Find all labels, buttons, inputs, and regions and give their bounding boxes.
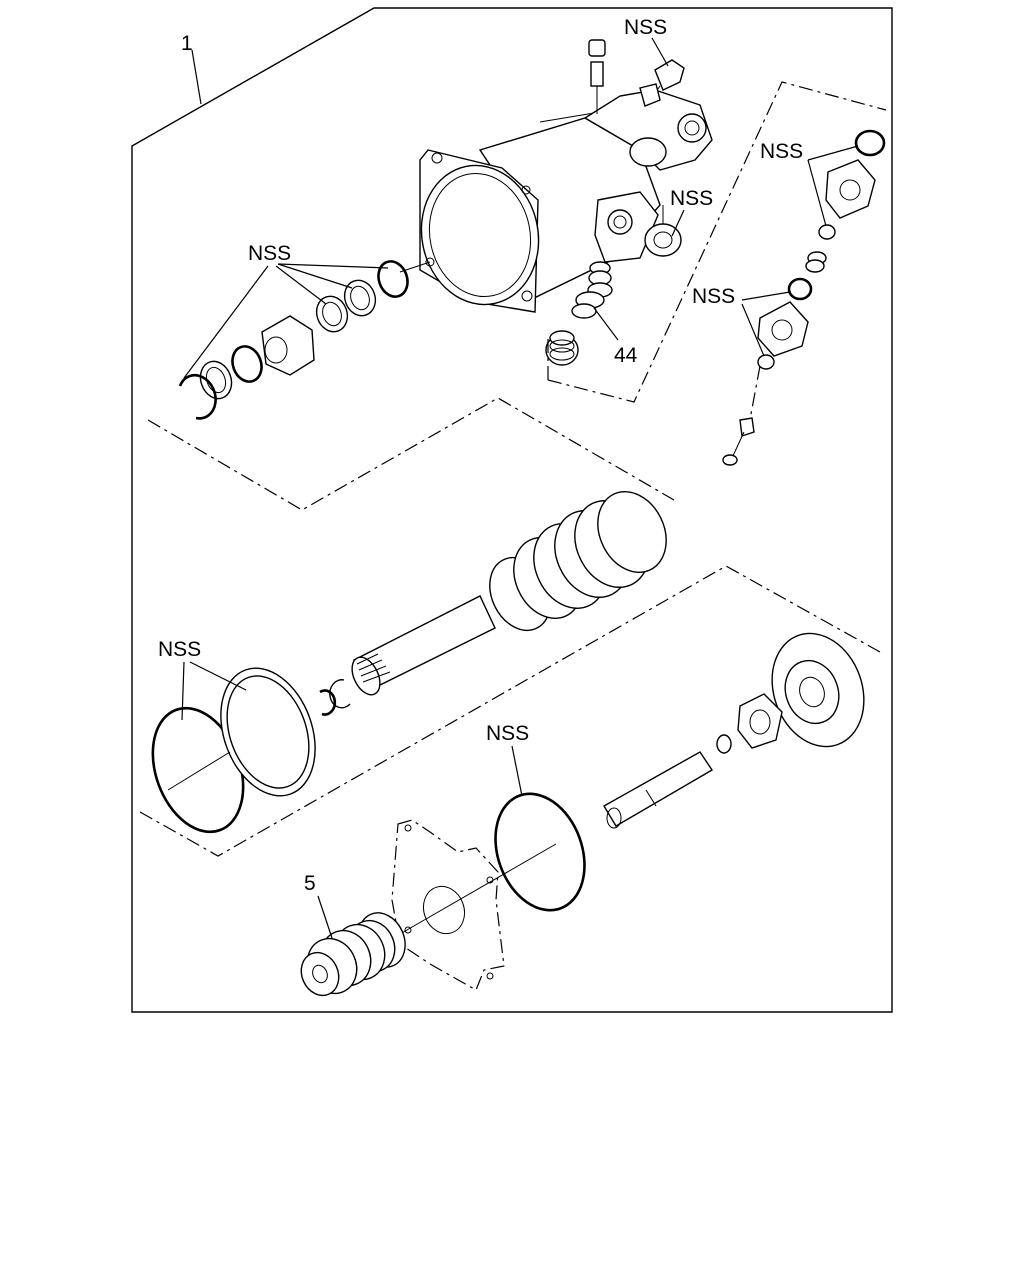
callout-nss-valve: NSS [670, 187, 713, 210]
main-housing [419, 39, 713, 313]
leader-nss-right-top-a [807, 145, 859, 161]
leader-nss-right-mid-a [741, 291, 791, 301]
gasket-hole [422, 885, 466, 935]
leader-nss-seals-d [183, 265, 269, 379]
gasket-bolt-hole-4 [486, 972, 494, 980]
callout-5: 5 [304, 872, 316, 895]
callout-nss-lower-mid: NSS [486, 722, 529, 745]
gasket-bolt-hole-3 [404, 926, 412, 934]
leader-1 [191, 49, 202, 105]
cover-rings [151, 667, 316, 834]
o-ring-lower [494, 792, 586, 912]
leader-nss-lower-mid [511, 745, 523, 797]
right-fittings [722, 129, 886, 466]
leader-44 [593, 307, 619, 341]
gasket-bolt-hole-2 [486, 876, 494, 884]
gasket-bolt-hole [404, 824, 412, 832]
leader-nss-right-mid-b [741, 303, 765, 357]
valve-components [545, 261, 613, 366]
dash-group-middle [147, 397, 675, 511]
diaphragm-plate [603, 632, 865, 829]
assembly-frame [131, 7, 893, 1013]
seal-stack [178, 260, 431, 420]
axis-lower [399, 843, 557, 935]
callout-1: 1 [181, 32, 193, 55]
dash-group-lower [139, 565, 881, 857]
leader-nss-seals-b [277, 263, 353, 289]
callout-nss-top: NSS [624, 16, 667, 39]
callout-nss-right-top: NSS [760, 140, 803, 163]
leader-nss-right-top-b [807, 159, 827, 227]
leader-nss-lower-left-b [189, 661, 247, 691]
gasket-plate [391, 819, 505, 991]
boot-bellows [300, 912, 406, 997]
callout-nss-seals: NSS [248, 242, 291, 265]
callout-nss-lower-left: NSS [158, 638, 201, 661]
leader-5 [317, 895, 333, 939]
leader-nss-top [651, 37, 669, 67]
leader-nss-lower-left-a [181, 661, 185, 721]
leader-nss-valve [671, 209, 685, 237]
callout-44: 44 [614, 344, 638, 367]
leader-nss-seals-a [277, 263, 389, 269]
dash-group-valve [547, 81, 887, 403]
spring-piston [319, 491, 667, 716]
leader-nss-seals-c [275, 265, 327, 305]
callout-nss-right-mid: NSS [692, 285, 735, 308]
